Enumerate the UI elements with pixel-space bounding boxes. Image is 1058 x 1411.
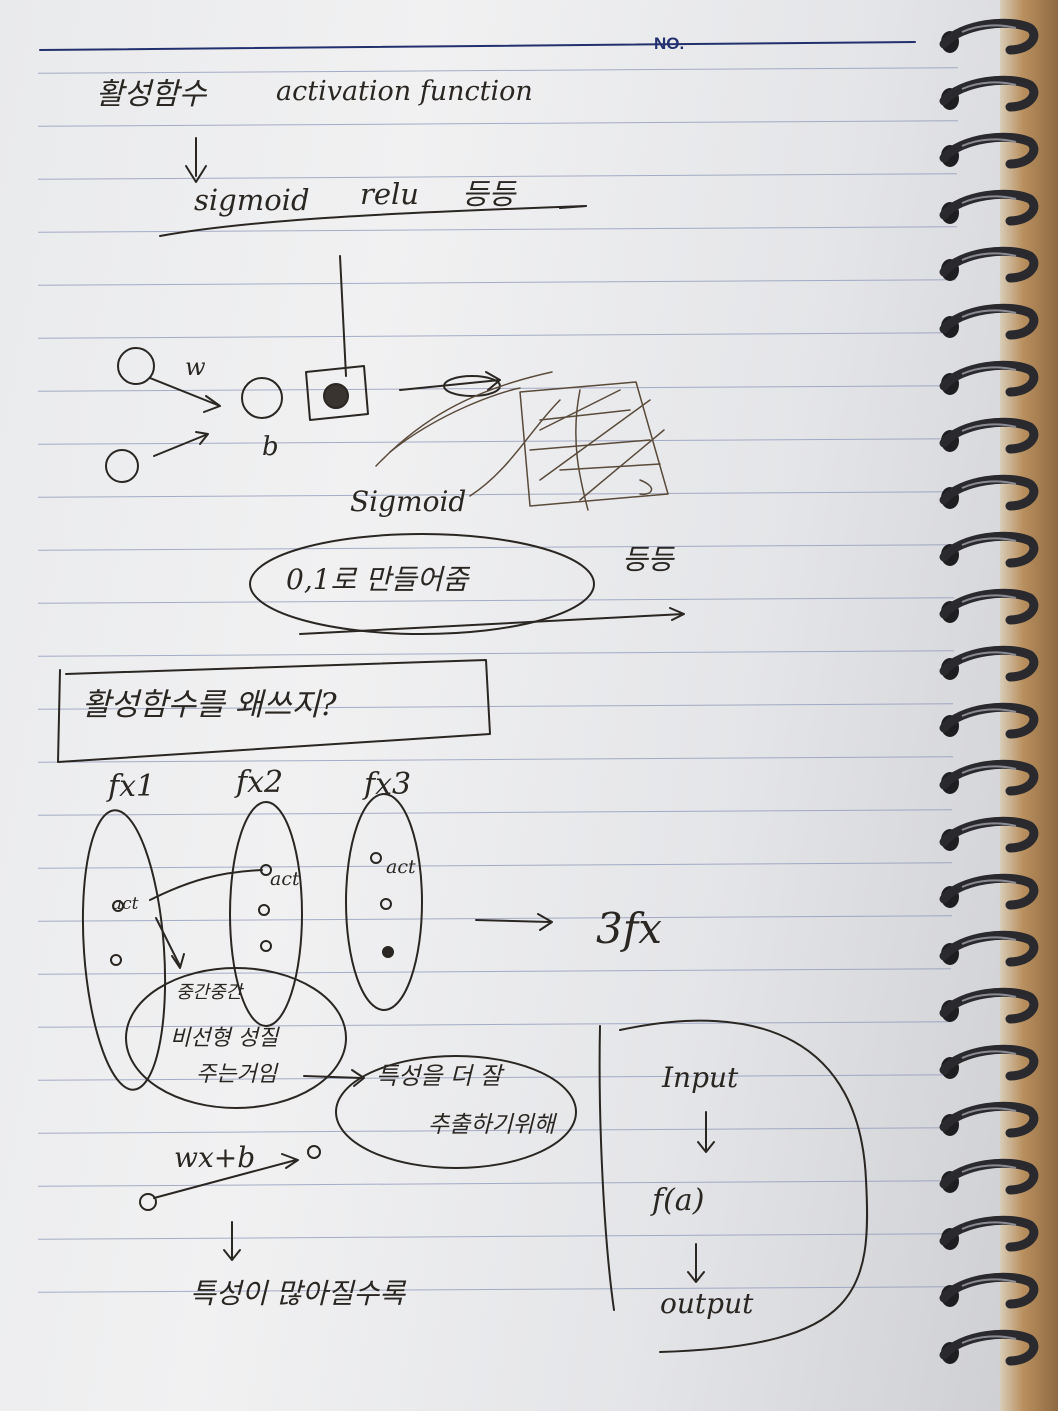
nonlinear-oval-icon bbox=[125, 967, 347, 1109]
linear-output-node-icon bbox=[307, 1145, 321, 1159]
sigmoid-scribble-icon bbox=[375, 371, 669, 511]
spiral-ring-icon bbox=[939, 360, 1039, 397]
spiral-ring-icon bbox=[939, 987, 1039, 1024]
vertical-line bbox=[339, 255, 347, 377]
example-relu: relu bbox=[360, 177, 419, 211]
extract-oval-icon bbox=[335, 1055, 577, 1169]
linear-arrow-icon bbox=[153, 1153, 299, 1199]
node-3c-icon bbox=[382, 946, 394, 958]
header-line bbox=[39, 41, 916, 51]
node-act-1: act bbox=[112, 894, 139, 914]
weight-arrow-2-icon bbox=[153, 431, 209, 457]
node-1a-icon bbox=[112, 900, 124, 912]
feature-fx2: fx2 bbox=[236, 765, 284, 800]
examples-dash-icon bbox=[559, 205, 587, 209]
spiral-ring-icon bbox=[939, 246, 1039, 283]
spiral-ring-icon bbox=[939, 531, 1039, 568]
spiral-ring-icon bbox=[939, 1272, 1039, 1309]
node-3a-icon bbox=[370, 852, 382, 864]
spiral-ring-icon bbox=[939, 930, 1039, 967]
flow-output: output bbox=[660, 1287, 754, 1320]
spiral-ring-icon bbox=[939, 474, 1039, 511]
spiral-ring-icon bbox=[939, 417, 1039, 454]
examples-underline bbox=[159, 205, 587, 237]
spiral-ring-icon bbox=[939, 303, 1039, 340]
feature-oval-1-icon bbox=[81, 809, 167, 1091]
spiral-ring-icon bbox=[939, 873, 1039, 910]
example-sigmoid: sigmoid bbox=[194, 183, 310, 217]
flow-fa: f(a) bbox=[652, 1183, 705, 1218]
linear-input-node-icon bbox=[139, 1193, 157, 1211]
note-extract-1: 특성을 더 잘 bbox=[376, 1062, 502, 1090]
range-oval-icon bbox=[249, 533, 595, 635]
feature-oval-3-icon bbox=[345, 793, 423, 1011]
spiral-ring-icon bbox=[939, 1329, 1039, 1366]
range-note: 0,1로 만들어줌 bbox=[286, 563, 469, 596]
title-english: activation function bbox=[276, 76, 533, 107]
node-act-3: act bbox=[386, 856, 416, 878]
range-arrow-icon bbox=[299, 607, 685, 635]
activation-node-icon bbox=[323, 383, 349, 409]
flow-box-icon bbox=[598, 1019, 869, 1353]
node-2b-icon bbox=[258, 904, 270, 916]
note-extract-2: 추출하기위해 bbox=[428, 1112, 555, 1138]
result-arrow-icon bbox=[475, 913, 553, 931]
spiral-ring-icon bbox=[939, 1215, 1039, 1252]
spiral-ring-icon bbox=[939, 75, 1039, 112]
example-etc: 등등 bbox=[462, 177, 516, 211]
spiral-ring-icon bbox=[939, 189, 1039, 226]
linear-label: wx+b bbox=[174, 1141, 256, 1174]
weight-arrow-icon bbox=[149, 377, 221, 413]
flow-arrow-2-icon bbox=[687, 1243, 705, 1283]
spiral-ring-icon bbox=[939, 1158, 1039, 1195]
note-nonlinear-2: 비선형 성질 bbox=[170, 1026, 279, 1051]
down-arrow-icon bbox=[185, 137, 207, 183]
spiral-ring-icon bbox=[939, 132, 1039, 169]
flow-arrow-1-icon bbox=[697, 1111, 715, 1153]
node-3b-icon bbox=[380, 898, 392, 910]
question-box-icon bbox=[57, 659, 491, 763]
feature-fx1: fx1 bbox=[108, 769, 156, 804]
node-1b-icon bbox=[110, 954, 122, 966]
spiral-ring-icon bbox=[939, 1101, 1039, 1138]
note-nonlinear-3: 주는거임 bbox=[196, 1062, 277, 1087]
sigmoid-label: Sigmoid bbox=[350, 485, 467, 518]
flow-input: Input bbox=[662, 1061, 739, 1094]
connection-line bbox=[149, 869, 263, 901]
bias-label: b bbox=[262, 432, 279, 462]
down-arrow-2-icon bbox=[223, 1221, 241, 1261]
range-note-suffix: 등등 bbox=[622, 543, 674, 576]
bottom-note: 특성이 많아질수록 bbox=[190, 1277, 405, 1310]
spiral-ring-icon bbox=[939, 18, 1039, 55]
input-node-2-icon bbox=[105, 449, 139, 483]
node-2c-icon bbox=[260, 940, 272, 952]
connection-arrow-icon bbox=[155, 917, 185, 969]
question-box-text: 활성함수를 왜쓰지? bbox=[82, 687, 337, 723]
title-korean: 활성함수 bbox=[96, 77, 207, 112]
spiral-ring-icon bbox=[939, 645, 1039, 682]
spiral-ring-icon bbox=[939, 588, 1039, 625]
extract-arrow-icon bbox=[303, 1069, 365, 1087]
note-nonlinear-1: 중간중간 bbox=[176, 982, 243, 1003]
output-arrow-icon bbox=[399, 371, 501, 391]
input-node-icon bbox=[117, 347, 155, 385]
spiral-ring-icon bbox=[939, 816, 1039, 853]
sum-node-icon bbox=[241, 377, 283, 419]
spiral-ring-icon bbox=[939, 702, 1039, 739]
feature-oval-2-icon bbox=[229, 801, 303, 1027]
result-label: 3fx bbox=[596, 904, 662, 953]
spiral-ring-icon bbox=[939, 759, 1039, 796]
weight-label: w bbox=[185, 353, 206, 381]
node-act-2: act bbox=[270, 868, 300, 890]
spiral-ring-icon bbox=[939, 1044, 1039, 1081]
